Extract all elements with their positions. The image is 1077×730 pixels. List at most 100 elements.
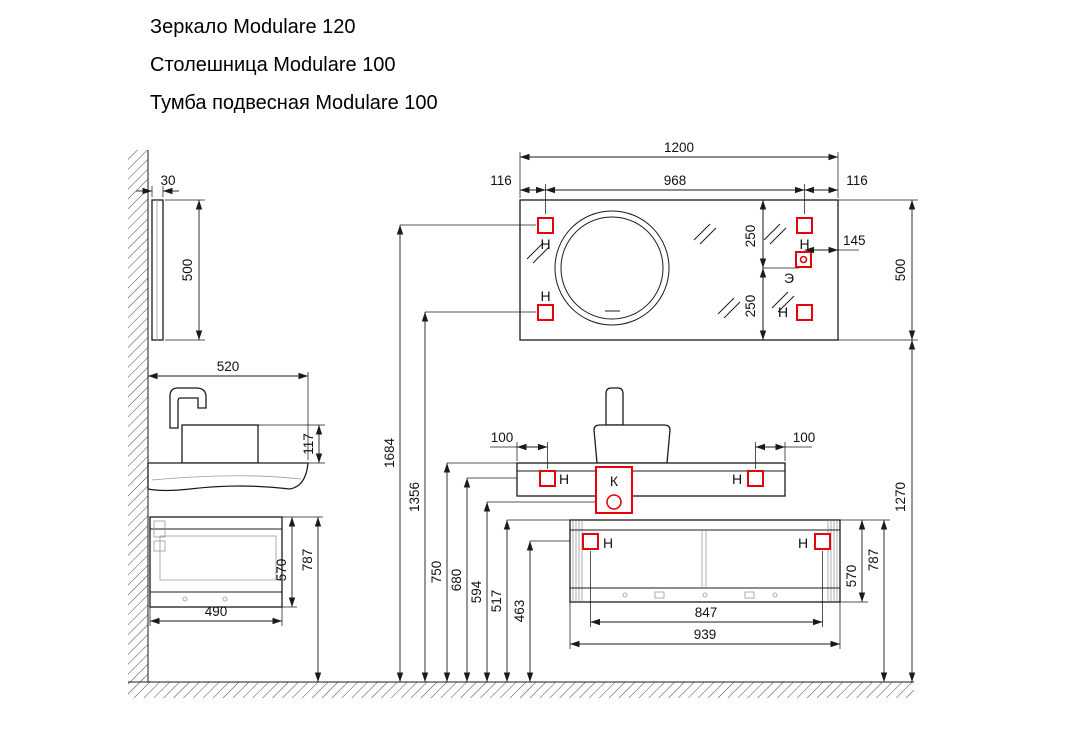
dim-mirror-thickness: 30 (136, 173, 179, 197)
mount-label: Н (799, 236, 809, 252)
dim-label-116-left: 116 (490, 173, 512, 188)
dim-label-939: 939 (694, 627, 717, 642)
dim-height-680: 680 (449, 477, 538, 682)
dim-cabinet-holes-span: 847 (590, 551, 823, 627)
dim-label-500-front: 500 (893, 259, 908, 282)
dim-label-750: 750 (429, 561, 444, 584)
mount-point (796, 304, 813, 321)
title-block: Зеркало Modulare 120 Столешница Modulare… (150, 16, 438, 114)
dim-label-490: 490 (205, 604, 228, 619)
dim-countertop-depth: 520 (148, 359, 309, 460)
title-countertop: Столешница Modulare 100 (150, 54, 396, 76)
dim-label-500-side: 500 (180, 259, 195, 282)
electrical-outlet-marker: Э (784, 251, 812, 286)
cabinet-side-bracket-bottom (153, 540, 166, 552)
dim-mirror-hole-offsets: 116 968 116 (490, 173, 868, 214)
dim-mirror-side-height: 500 (165, 199, 205, 341)
dim-label-787-front: 787 (866, 549, 881, 572)
dim-outlet-offset: 145 (804, 233, 866, 254)
wall-hatch (128, 150, 148, 682)
dim-label-847: 847 (695, 605, 718, 620)
floor-hatch (128, 682, 914, 698)
mount-label: Н (559, 471, 569, 487)
cabinet-front-body (569, 519, 841, 603)
dim-height-594: 594 (469, 501, 596, 682)
mount-point (747, 470, 764, 487)
dim-label-463: 463 (512, 600, 527, 623)
mount-point (537, 304, 554, 321)
dim-label-1684: 1684 (382, 437, 397, 468)
mount-label: Н (603, 535, 613, 551)
dim-label-680: 680 (449, 569, 464, 592)
mount-point (537, 217, 554, 234)
floor-section (128, 681, 914, 698)
faucet-front (605, 387, 624, 426)
cabinet-side-view: 490 570 787 (149, 516, 323, 682)
mount-label: Н (540, 288, 550, 304)
mirror-mount-points: Н Н Н Н (537, 217, 813, 321)
round-mirror-outer (554, 210, 670, 326)
dim-label-594: 594 (469, 580, 484, 603)
mount-point (539, 470, 556, 487)
dim-countertop-hole-left: 100 (490, 430, 548, 469)
dim-height-1356: 1356 (407, 311, 536, 682)
mount-label: Н (732, 471, 742, 487)
dim-label-250-top: 250 (743, 225, 758, 248)
drain-label: К (610, 473, 619, 489)
dim-label-520: 520 (217, 359, 240, 374)
dim-cabinet-front-height: 570 (840, 520, 868, 603)
dim-label-1356: 1356 (407, 482, 422, 512)
dim-label-517: 517 (489, 590, 504, 613)
round-mirror-inner (560, 216, 664, 320)
dim-mirror-width: 1200 (519, 140, 839, 198)
mount-label: Н (798, 535, 808, 551)
dim-mirror-front-height: 500 (838, 199, 918, 341)
mirror-front-view: 250 250 Э 145 Н Н Н Н (490, 140, 918, 682)
dim-height-750: 750 (429, 462, 517, 682)
dim-label-570-side: 570 (274, 559, 289, 582)
dim-label-100-left: 100 (491, 430, 514, 445)
basin-side (181, 424, 259, 464)
wall-section (128, 150, 149, 682)
dim-label-968: 968 (664, 173, 687, 188)
outlet-point (795, 251, 812, 268)
dim-label-145: 145 (843, 233, 866, 248)
title-cabinet: Тумба подвесная Modulare 100 (150, 92, 438, 114)
mirror-side-view: 30 500 (136, 173, 205, 341)
dim-cabinet-side-height: 570 (274, 517, 297, 608)
countertop-front-view: К Н Н 100 100 (490, 387, 816, 514)
mount-point (796, 217, 813, 234)
dim-label-787-side: 787 (300, 549, 315, 572)
dim-label-1270: 1270 (893, 482, 908, 512)
dim-height-1684: 1684 (382, 224, 536, 682)
dim-label-100-right: 100 (793, 430, 816, 445)
basin-front (593, 424, 671, 464)
cabinet-side-body (149, 516, 283, 608)
countertop-front-body (516, 462, 786, 497)
dim-label-30: 30 (160, 173, 175, 188)
cabinet-side-drawer (159, 535, 277, 581)
countertop-side-body (147, 462, 309, 492)
mount-label: Н (540, 236, 550, 252)
mount-point (814, 533, 831, 550)
mount-label: Н (778, 304, 788, 320)
title-mirror: Зеркало Modulare 120 (150, 16, 356, 38)
countertop-mount-points: Н Н (539, 470, 764, 487)
drain-marker: К (595, 466, 633, 514)
mount-point (582, 533, 599, 550)
cabinet-front-view: Н Н 847 939 570 787 (569, 519, 890, 682)
dim-cabinet-depth: 490 (149, 604, 283, 626)
mirror-front-body (519, 199, 839, 341)
dim-cabinet-front-top-height: 787 (840, 519, 890, 682)
countertop-side-view: 520 117 (147, 359, 325, 492)
drain-zone (595, 466, 633, 514)
dim-countertop-hole-right: 100 (755, 430, 816, 469)
mirror-side-body (151, 199, 164, 341)
dim-label-570-front: 570 (844, 565, 859, 588)
cabinet-mount-points: Н Н (582, 533, 831, 551)
countertop-side-curve (151, 475, 302, 481)
dim-mirror-half-heights: 250 250 (743, 200, 799, 340)
dim-label-117: 117 (301, 433, 316, 455)
